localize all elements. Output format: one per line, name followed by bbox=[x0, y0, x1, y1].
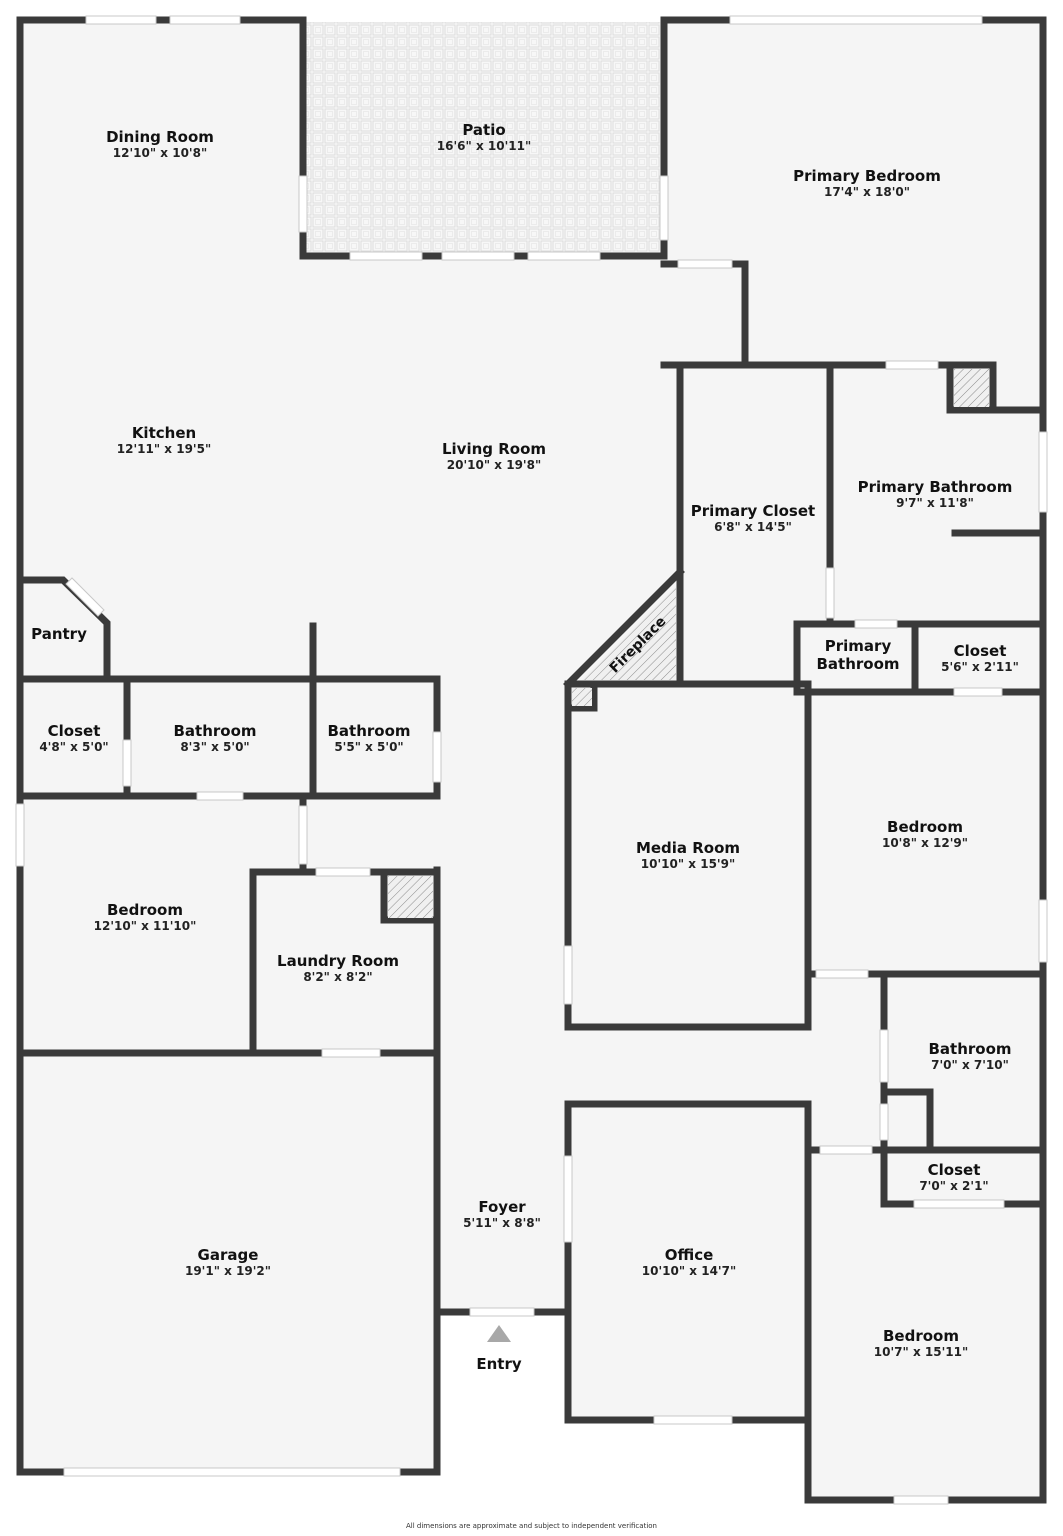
room-name: Dining Room bbox=[106, 127, 214, 146]
room-name: Closet bbox=[47, 721, 101, 740]
room-name: Office bbox=[664, 1245, 714, 1264]
room-name: Patio bbox=[462, 120, 506, 139]
room-dimensions: 7'0" x 2'1" bbox=[919, 1178, 989, 1193]
room-name: Closet bbox=[927, 1160, 981, 1179]
room-name: Living Room bbox=[441, 439, 547, 458]
room-dimensions: 12'10" x 11'10" bbox=[93, 918, 197, 933]
room-dimensions: 17'4" x 18'0" bbox=[823, 184, 911, 199]
room-dimensions: 10'10" x 15'9" bbox=[640, 856, 736, 871]
room-name: Bathroom bbox=[928, 1039, 1012, 1058]
disclaimer: All dimensions are approximate and subje… bbox=[406, 1522, 657, 1530]
room-name: Primary Bathroom bbox=[816, 637, 900, 673]
room-dimensions: 9'7" x 11'8" bbox=[896, 495, 974, 510]
room-name: Bedroom bbox=[887, 817, 963, 836]
room-dimensions: 8'2" x 8'2" bbox=[303, 969, 373, 984]
openings bbox=[15, 15, 1048, 1505]
room-dimensions: 10'8" x 12'9" bbox=[881, 835, 969, 850]
room-dimensions: 7'0" x 7'10" bbox=[931, 1057, 1009, 1072]
room-dimensions: 20'10" x 19'8" bbox=[446, 457, 542, 472]
room-name: Garage bbox=[197, 1245, 259, 1264]
floor-fills bbox=[20, 20, 1043, 1535]
room-name: Closet bbox=[953, 641, 1007, 660]
room-dimensions: 5'5" x 5'0" bbox=[334, 739, 404, 754]
room-name: Bedroom bbox=[107, 900, 183, 919]
room-dimensions: 5'6" x 2'11" bbox=[941, 659, 1019, 674]
room-dimensions: 12'10" x 10'8" bbox=[112, 145, 208, 160]
room-name: Bathroom bbox=[327, 721, 411, 740]
room-dimensions: 16'6" x 10'11" bbox=[436, 138, 532, 153]
room-dimensions: 12'11" x 19'5" bbox=[116, 441, 212, 456]
hatched-areas bbox=[388, 369, 989, 918]
room-dimensions: 4'8" x 5'0" bbox=[39, 739, 109, 754]
room-label-primary-bathroom-2: Primary Bathroom bbox=[816, 637, 899, 673]
entry-arrow-icon bbox=[487, 1325, 511, 1342]
room-name: Laundry Room bbox=[277, 951, 399, 970]
room-name: Bathroom bbox=[173, 721, 257, 740]
room-dimensions: 5'11" x 8'8" bbox=[463, 1215, 541, 1230]
room-name: Primary Bathroom bbox=[857, 477, 1013, 496]
room-dimensions: 10'7" x 15'11" bbox=[873, 1344, 969, 1359]
entry-label: Entry bbox=[476, 1355, 521, 1373]
room-name: Primary Bedroom bbox=[793, 166, 941, 185]
room-name: Foyer bbox=[478, 1197, 526, 1216]
room-dimensions: 8'3" x 5'0" bbox=[180, 739, 250, 754]
room-label-pantry: Pantry bbox=[31, 625, 87, 643]
room-name: Media Room bbox=[635, 838, 741, 857]
room-name: Primary Closet bbox=[690, 501, 816, 520]
room-name: Bedroom bbox=[883, 1326, 959, 1345]
entry-text: Entry bbox=[476, 1355, 522, 1373]
room-name: Kitchen bbox=[131, 423, 197, 442]
room-dimensions: 10'10" x 14'7" bbox=[641, 1263, 737, 1278]
room-name: Pantry bbox=[31, 625, 87, 643]
fireplace-hatch bbox=[582, 586, 676, 680]
room-dimensions: 6'8" x 14'5" bbox=[714, 519, 792, 534]
room-dimensions: 19'1" x 19'2" bbox=[184, 1263, 272, 1278]
